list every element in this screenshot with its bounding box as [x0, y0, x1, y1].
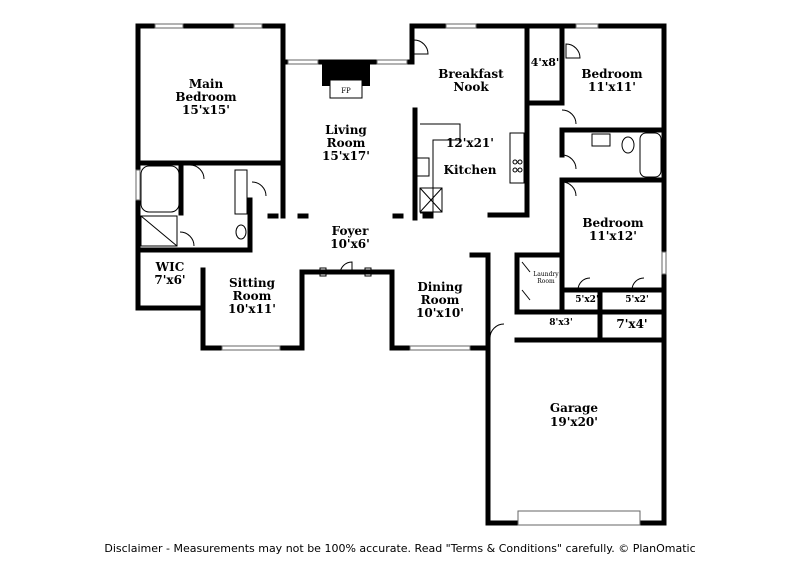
- foyer-name: Foyer: [332, 224, 369, 238]
- room-closet-5x2-b: 5'x2': [625, 295, 648, 305]
- dining-room-dims: 10'x10': [416, 306, 464, 320]
- laundry-name-line1: Laundry: [533, 271, 559, 278]
- kitchen-name: Kitchen: [444, 163, 497, 177]
- room-laundry: Laundry Room: [533, 271, 559, 285]
- room-garage: Garage 19'x20': [550, 401, 599, 429]
- room-living-room: Living Room 15'x17': [322, 123, 370, 163]
- closet-8x3-dims: 8'x3': [549, 318, 572, 328]
- room-wic: WIC 7'x6': [154, 260, 185, 287]
- fireplace: FP: [322, 62, 370, 99]
- room-sitting-room: Sitting Room 10'x11': [228, 276, 276, 316]
- bedroom-3-name: Bedroom: [582, 216, 643, 230]
- breakfast-nook-name-line1: Breakfast: [438, 67, 504, 81]
- room-breakfast-nook: Breakfast Nook: [438, 67, 504, 94]
- wic-dims: 7'x6': [154, 273, 185, 287]
- room-closet-5x2-a: 5'x2': [575, 295, 598, 305]
- main-bedroom-name-line1: Main: [189, 77, 224, 91]
- room-foyer: Foyer 10'x6': [330, 224, 370, 251]
- bath-fixtures: [140, 132, 662, 247]
- main-bedroom-dims: 15'x15': [182, 103, 230, 117]
- living-room-name-line1: Living: [325, 123, 367, 137]
- room-dining-room: Dining Room 10'x10': [416, 280, 464, 320]
- closet-4x8-dims: 4'x8': [531, 56, 560, 69]
- breakfast-nook-name-line2: Nook: [453, 80, 489, 94]
- room-bedroom-3: Bedroom 11'x12': [582, 216, 643, 243]
- bedroom-2-name: Bedroom: [581, 67, 642, 81]
- foyer-dims: 10'x6': [330, 237, 370, 251]
- kitchen-dims: 12'x21': [446, 136, 494, 150]
- bedroom-2-dims: 11'x11': [588, 80, 636, 94]
- living-room-dims: 15'x17': [322, 149, 370, 163]
- sitting-room-name-line2: Room: [233, 289, 272, 303]
- garage-dims: 19'x20': [550, 415, 598, 429]
- closet-5x2-b-dims: 5'x2': [625, 295, 648, 305]
- living-room-name-line2: Room: [327, 136, 366, 150]
- closet-5x2-a-dims: 5'x2': [575, 295, 598, 305]
- dining-room-name-line1: Dining: [417, 280, 463, 294]
- room-bedroom-2: Bedroom 11'x11': [581, 67, 642, 94]
- wic-name: WIC: [155, 260, 185, 274]
- room-closet-8x3: 8'x3': [549, 318, 572, 328]
- sitting-room-name-line1: Sitting: [229, 276, 276, 290]
- kitchen-counters: [416, 123, 525, 214]
- room-kitchen: 12'x21' Kitchen: [444, 136, 497, 177]
- fireplace-label: FP: [341, 87, 351, 95]
- room-closet-7x4: 7'x4': [616, 317, 647, 331]
- room-main-bedroom: Main Bedroom 15'x15': [175, 77, 236, 117]
- disclaimer-text: Disclaimer - Measurements may not be 100…: [104, 542, 695, 555]
- sitting-room-dims: 10'x11': [228, 302, 276, 316]
- closet-7x4-dims: 7'x4': [616, 317, 647, 331]
- garage-name: Garage: [550, 401, 599, 415]
- bedroom-3-dims: 11'x12': [589, 229, 637, 243]
- laundry-name-line2: Room: [537, 278, 555, 285]
- dining-room-name-line2: Room: [421, 293, 460, 307]
- room-closet-4x8: 4'x8': [531, 56, 560, 69]
- doors: [179, 39, 645, 339]
- main-bedroom-name-line2: Bedroom: [175, 90, 236, 104]
- windows: [135, 23, 667, 526]
